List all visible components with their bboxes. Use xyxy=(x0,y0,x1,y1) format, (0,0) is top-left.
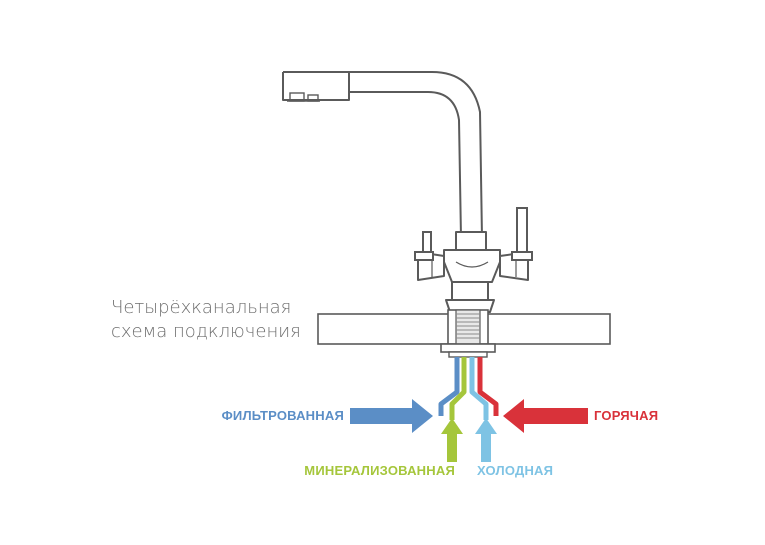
arrow-cold xyxy=(475,418,497,462)
supply-hoses xyxy=(438,357,499,420)
faucet-body xyxy=(417,231,529,313)
diagram-caption: Четырёхканальная схема подключения xyxy=(111,296,341,344)
label-filtered: ФИЛЬТРОВАННАЯ xyxy=(221,408,344,423)
arrow-filtered xyxy=(350,399,433,433)
hose-mineral xyxy=(449,357,467,420)
hose-hot xyxy=(477,357,499,416)
caption-line-2: схема подключения xyxy=(111,321,301,342)
caption-line-1: Четырёхканальная xyxy=(111,297,292,318)
arrow-hot xyxy=(503,399,588,433)
spout-aerator xyxy=(287,92,320,102)
left-handle xyxy=(414,231,434,261)
hose-filtered xyxy=(438,357,460,416)
hose-cold xyxy=(469,357,489,420)
label-cold: ХОЛОДНАЯ xyxy=(477,463,554,478)
threaded-shank xyxy=(440,309,496,358)
arrow-mineral xyxy=(441,418,463,462)
right-handle xyxy=(511,207,533,261)
label-hot: ГОРЯЧАЯ xyxy=(594,408,659,423)
faucet-spout xyxy=(282,71,483,239)
label-mineral: МИНЕРАЛИЗОВАННАЯ xyxy=(304,463,455,478)
